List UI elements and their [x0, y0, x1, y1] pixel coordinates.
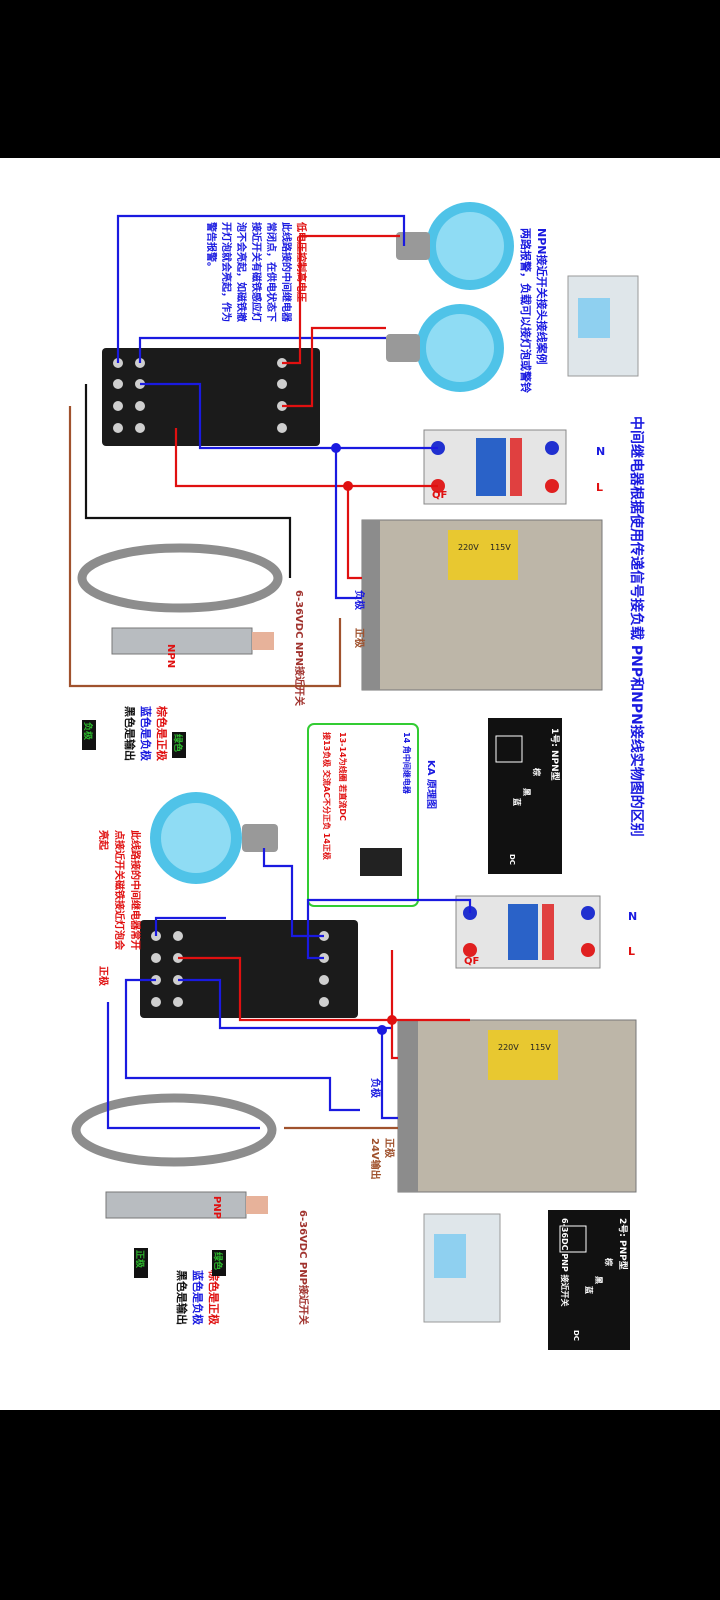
pnp-pos-label: 正极 [383, 1138, 396, 1159]
pnp-symbol-black: 黑 [594, 1276, 604, 1284]
ka-diagram [307, 723, 419, 907]
pnp-green-tag [212, 1250, 226, 1276]
npn-note-line6: 开灯泡就会亮起，作为 [220, 222, 233, 322]
pnp-sensor-label: 6-36VDC PNP接近开关 [297, 1210, 310, 1325]
breaker-top [423, 429, 567, 505]
npn-symbol-blue: 蓝 [512, 798, 522, 806]
npn-symbol-dc: DC [508, 854, 516, 865]
ka-title: KA 原理图 [425, 760, 437, 809]
bulb-bottom [150, 792, 278, 884]
pnp-wire-black: 黑色是输出 [175, 1270, 189, 1325]
bulb-top [396, 202, 514, 290]
breaker-bottom [455, 895, 601, 969]
pnp-sensor [71, 1093, 277, 1219]
pnp-wire-blue: 蓝色是负极 [191, 1270, 205, 1326]
psu-220-label-top: 220V [458, 543, 479, 552]
wires-bottom [106, 848, 472, 1130]
npn-symbol-box [488, 718, 562, 874]
breaker-qf-label-bottom: QF [464, 956, 479, 967]
npn-note-line2: 此线路接的中间继电器 [280, 222, 293, 323]
breaker-l-label-bottom: L [628, 945, 635, 958]
npn-note-line3: 常闭点，在供电状态下 [265, 222, 278, 322]
npn-wire-black: 黑色是输出 [123, 706, 137, 761]
npn-pos-label: 正极 [353, 628, 366, 649]
npn-subtitle: 两路报警，负载可以接灯泡或警铃 [519, 228, 533, 393]
pnp-note-line1: 此线路接的中间继电器常开 [129, 830, 142, 950]
pnp-sensor-type: PNP [211, 1196, 222, 1219]
npn-sensor-label: 6-36VDC NPN接近开关 [293, 590, 306, 706]
relay-socket-bottom [140, 920, 358, 1018]
npn-green-tag-text: 绿色 [172, 734, 184, 752]
psu-220-label-bottom: 220V [498, 1043, 519, 1052]
npn-wire-brown: 棕色是正极 [155, 705, 169, 762]
pnp-green-tag-text: 绿色 [212, 1252, 224, 1270]
npn-title: NPN接近开关接头接线案例 [535, 228, 549, 364]
psu-115-label-bottom: 115V [530, 1043, 551, 1052]
pnp-symbol-dc: DC [572, 1330, 580, 1341]
npn-neg-box-text: 负极 [82, 722, 94, 741]
pnp-note-line3: 亮起 [97, 830, 110, 851]
ka-col3: 接13负极 交流AC不分正负 14正极 [322, 732, 332, 860]
pnp-note-line2: 点接近开关磁铁接近灯泡会 [113, 830, 126, 950]
breaker-qf-label-top: QF [432, 490, 447, 501]
npn-green-tag [172, 732, 186, 758]
npn-note-line4: 接近开关有磁铁感应灯 [250, 222, 263, 322]
pnp-wire-brown: 棕色是正极 [207, 1269, 221, 1326]
pnp-symbol-brown: 棕 [604, 1257, 614, 1266]
main-title: 中间继电器根据使用传递信号接负载 PNP和NPN接线实物图的区别 [628, 416, 645, 837]
pnp-symbol-title: 2号: PNP型 [617, 1218, 629, 1270]
power-supply-bottom [397, 1019, 637, 1193]
relay-photo-bottom [423, 1213, 501, 1323]
npn-symbol-title: 1号: NPN型 [549, 728, 561, 781]
psu-115-label-top: 115V [490, 543, 511, 552]
ka-col1: 14 角中间继电器 [402, 732, 412, 795]
npn-symbol-black: 黑 [522, 788, 532, 796]
pnp-pos-label-left: 正极 [97, 966, 110, 987]
relay-photo-top [567, 275, 639, 377]
breaker-n-label-bottom: N [628, 910, 637, 923]
pnp-symbol-blue: 蓝 [584, 1286, 594, 1294]
wiring-diagram: N L QF 220V 115V NPN接近开关接头接线案例 两路报警，负载可以… [68, 202, 645, 1350]
power-supply-top [361, 519, 603, 691]
pnp-pos-box [134, 1248, 148, 1278]
pnp-neg-label: 负极 [369, 1078, 382, 1099]
wiring-diagram-sheet: N L QF 220V 115V NPN接近开关接头接线案例 两路报警，负载可以… [0, 158, 720, 1410]
breaker-l-label-top: L [596, 481, 603, 494]
npn-sensor [77, 543, 283, 655]
wires-top [68, 214, 438, 688]
pnp-symbol-sub: 6-36DC PNP 接近开关 [560, 1218, 570, 1307]
npn-note-line7: 警告报警。 [205, 221, 218, 272]
pnp-out-label: 24V输出 [369, 1138, 382, 1180]
bulb-middle [386, 304, 504, 392]
npn-symbol-brown: 棕 [532, 767, 542, 776]
npn-neg-label: 负极 [353, 590, 366, 611]
pnp-symbol-box [548, 1210, 630, 1350]
npn-sensor-type: NPN [165, 644, 176, 668]
npn-note-line5: 泡不会亮起，如磁铁撤 [235, 222, 248, 322]
npn-neg-box [82, 720, 96, 750]
npn-note-line1: 低电压控制高电压 [295, 221, 308, 302]
breaker-n-label-top: N [596, 445, 605, 458]
pnp-pos-box-text: 正极 [134, 1250, 146, 1269]
npn-wire-blue: 蓝色是负极 [139, 706, 153, 762]
ka-col2: 13-14为线圈 若直流DC [338, 732, 348, 821]
